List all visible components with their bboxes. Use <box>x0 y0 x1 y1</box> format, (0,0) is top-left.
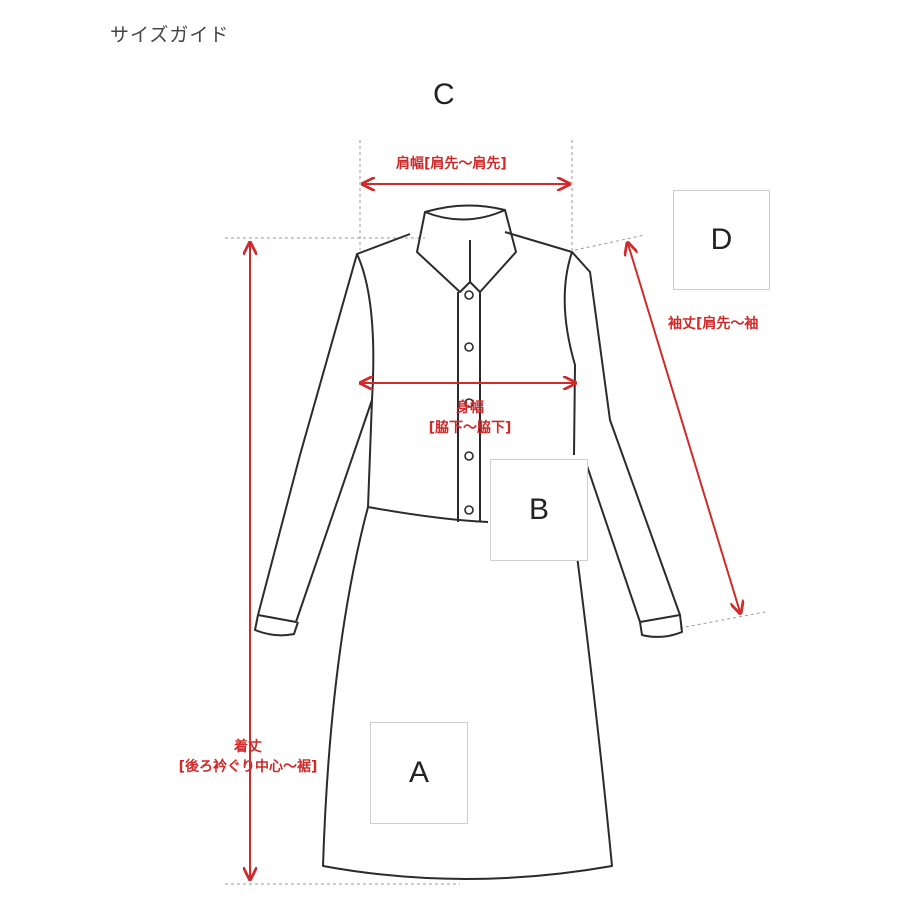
dress-button <box>464 290 474 300</box>
dress-button <box>464 398 474 408</box>
width-label-line1: 身幅 <box>456 400 484 416</box>
letter-d: D <box>710 223 733 256</box>
length-label-line1: 着丈 <box>234 739 262 755</box>
width-label: 身幅 [脇下〜脇下] <box>410 398 530 438</box>
shoulder-label: 肩幅[肩先〜肩先] <box>396 156 507 172</box>
sleeve-label: 袖丈[肩先〜袖 <box>668 316 759 332</box>
dress-outline <box>254 204 683 880</box>
guide-lines <box>225 140 766 885</box>
dress-button <box>464 342 474 352</box>
letter-box-a: A <box>370 722 468 824</box>
width-label-line2: [脇下〜脇下] <box>428 420 512 436</box>
measurement-arrows <box>250 184 740 878</box>
dress-button <box>464 505 474 515</box>
letter-a: A <box>408 756 429 789</box>
page-title: サイズガイド <box>110 24 230 46</box>
length-label-line2: [後ろ衿ぐり中心〜裾] <box>178 759 318 775</box>
letter-box-b: B <box>490 459 588 561</box>
length-label: 着丈 [後ろ衿ぐり中心〜裾] <box>148 737 348 777</box>
button-row <box>464 290 474 515</box>
letter-b: B <box>528 493 549 526</box>
letter-c: C <box>433 78 455 111</box>
sleeve-arrow <box>628 244 740 612</box>
dress-button <box>464 451 474 461</box>
letter-box-d: D <box>673 190 770 290</box>
